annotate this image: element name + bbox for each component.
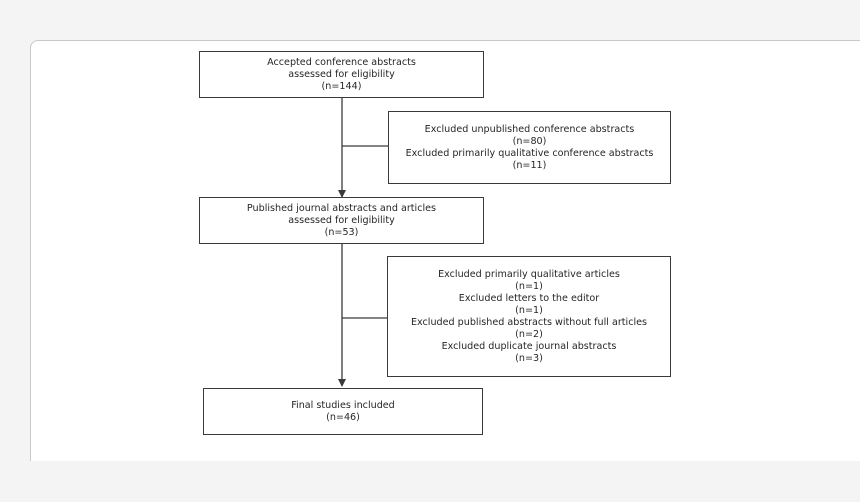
- step2-line-3: (n=53): [324, 226, 359, 238]
- exclusion2-line-4: (n=1): [515, 304, 543, 316]
- step-accepted-abstracts-box: Accepted conference abstracts assessed f…: [199, 51, 484, 98]
- exclusion2-line-5: Excluded published abstracts without ful…: [410, 316, 648, 328]
- step1-line-1: Accepted conference abstracts: [267, 56, 416, 68]
- exclusion1-line-2: (n=80): [512, 135, 547, 147]
- flowchart-connectors: [338, 98, 388, 387]
- step-final-studies-box: Final studies included (n=46): [203, 388, 483, 435]
- step1-line-2: assessed for eligibility: [288, 68, 395, 80]
- exclusion2-line-6: (n=2): [515, 328, 543, 340]
- exclusion2-line-1: Excluded primarily qualitative articles: [438, 268, 620, 280]
- step2-line-2: assessed for eligibility: [288, 214, 395, 226]
- exclusion1-line-3: Excluded primarily qualitative conferenc…: [405, 147, 654, 159]
- figure-card: Accepted conference abstracts assessed f…: [30, 40, 860, 461]
- step2-line-1: Published journal abstracts and articles: [246, 202, 437, 214]
- final-line-1: Final studies included: [291, 399, 395, 411]
- exclusion1-line-4: (n=11): [512, 159, 547, 171]
- final-line-2: (n=46): [326, 411, 360, 423]
- flowchart-diagram: Accepted conference abstracts assessed f…: [199, 49, 673, 439]
- exclusion-box-2: Excluded primarily qualitative articles …: [387, 256, 671, 377]
- exclusion2-line-8: (n=3): [515, 352, 543, 364]
- exclusion2-line-2: (n=1): [515, 280, 543, 292]
- exclusion2-line-3: Excluded letters to the editor: [458, 292, 600, 304]
- step-published-articles-box: Published journal abstracts and articles…: [199, 197, 484, 244]
- exclusion1-line-1: Excluded unpublished conference abstract…: [424, 123, 635, 135]
- exclusion2-line-7: Excluded duplicate journal abstracts: [441, 340, 617, 352]
- exclusion-box-1: Excluded unpublished conference abstract…: [388, 111, 671, 184]
- step1-line-3: (n=144): [321, 80, 362, 92]
